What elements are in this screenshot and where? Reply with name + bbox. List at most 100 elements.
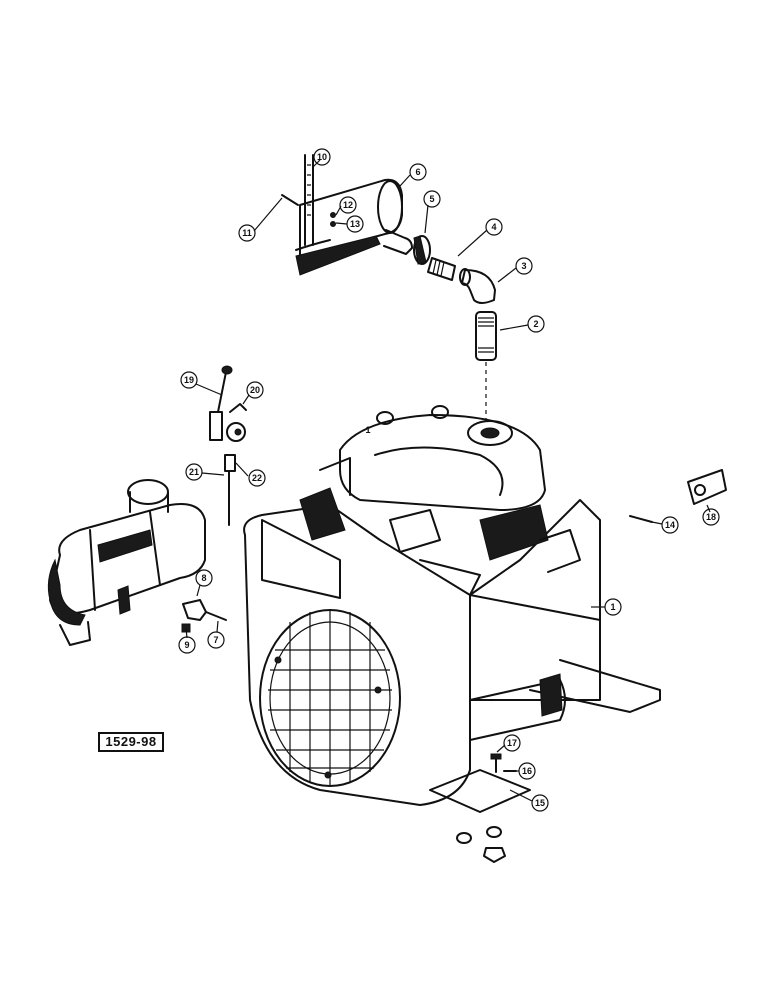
callouts: 1 2 3 4 5 6 7 8 9 10 11 12 13 14 15 16 1… bbox=[178, 148, 720, 812]
svg-text:1: 1 bbox=[610, 602, 615, 612]
callout-4: 4 bbox=[485, 218, 503, 236]
hex-nut bbox=[483, 847, 506, 863]
fuel-fitting-8 bbox=[182, 599, 207, 621]
leader-lines bbox=[185, 159, 711, 802]
base-rail-right bbox=[529, 659, 661, 713]
shroud-recess bbox=[261, 519, 341, 599]
bracket-18 bbox=[687, 469, 727, 505]
strap-holes bbox=[307, 164, 311, 216]
mounting-rail bbox=[429, 769, 531, 813]
callout-10: 10 bbox=[313, 148, 331, 166]
svg-text:18: 18 bbox=[706, 512, 716, 522]
starter-cap-sides bbox=[129, 491, 169, 513]
callout-9: 9 bbox=[178, 636, 196, 654]
svg-text:8: 8 bbox=[201, 573, 206, 583]
manifold bbox=[374, 446, 504, 496]
svg-text:2: 2 bbox=[533, 319, 538, 329]
wiring bbox=[319, 457, 351, 496]
svg-text:11: 11 bbox=[242, 228, 252, 238]
callout-21: 21 bbox=[185, 463, 203, 481]
pin-14 bbox=[629, 515, 653, 523]
exhaust-elbow bbox=[461, 269, 496, 304]
svg-text:20: 20 bbox=[250, 385, 260, 395]
svg-text:22: 22 bbox=[252, 473, 262, 483]
exhaust-port-hole bbox=[480, 427, 500, 439]
exhaust-clamp bbox=[413, 235, 431, 265]
muffler-end bbox=[377, 180, 403, 234]
throttle-lever bbox=[217, 371, 227, 413]
throttle-nut-22 bbox=[224, 454, 236, 472]
starter-cap bbox=[127, 479, 169, 505]
callout-19: 19 bbox=[180, 371, 198, 389]
svg-text:3: 3 bbox=[521, 261, 526, 271]
svg-text:1: 1 bbox=[365, 425, 370, 435]
starter-bands bbox=[89, 511, 161, 611]
callout-12: 12 bbox=[339, 196, 357, 214]
callout-16: 16 bbox=[518, 762, 536, 780]
figure-label: 1529-98 bbox=[98, 732, 164, 752]
muffler-seam bbox=[295, 239, 331, 251]
lifting-eye-left bbox=[376, 411, 394, 425]
callout-3: 3 bbox=[515, 257, 533, 275]
lifting-eye-right bbox=[431, 405, 449, 419]
throttle-spring bbox=[229, 403, 247, 413]
starter-shadow bbox=[47, 558, 86, 626]
governor-housing bbox=[479, 504, 549, 561]
intake-tube bbox=[419, 559, 481, 596]
callout-8: 8 bbox=[195, 569, 213, 587]
callout-13: 13 bbox=[346, 215, 364, 233]
cylinder-heads bbox=[339, 414, 546, 511]
throttle-knob-center bbox=[234, 428, 242, 436]
starter-motor bbox=[47, 479, 227, 646]
carburetor bbox=[389, 509, 441, 553]
callout-14: 14 bbox=[661, 516, 679, 534]
svg-text:17: 17 bbox=[507, 738, 517, 748]
callout-15: 15 bbox=[531, 794, 549, 812]
callout-22: 22 bbox=[248, 469, 266, 487]
throttle-bracket bbox=[209, 411, 223, 441]
svg-text:16: 16 bbox=[522, 766, 532, 776]
svg-text:9: 9 bbox=[184, 640, 189, 650]
svg-text:7: 7 bbox=[213, 635, 218, 645]
engine-block-side bbox=[469, 594, 601, 701]
svg-text:14: 14 bbox=[665, 520, 675, 530]
svg-text:21: 21 bbox=[189, 467, 199, 477]
callout-1-top: 1 bbox=[365, 425, 370, 435]
grille-screw-3 bbox=[324, 771, 332, 779]
callout-17: 17 bbox=[503, 734, 521, 752]
ignition-module bbox=[539, 529, 581, 573]
pipe-threads bbox=[478, 317, 494, 353]
muffler-outlet bbox=[383, 229, 413, 255]
engine-block-top-edge bbox=[469, 499, 601, 621]
callout-20: 20 bbox=[246, 381, 264, 399]
callout-18: 18 bbox=[702, 508, 720, 526]
clamp-band bbox=[413, 235, 427, 265]
svg-text:4: 4 bbox=[491, 222, 496, 232]
nut-13 bbox=[330, 221, 336, 227]
svg-text:13: 13 bbox=[350, 219, 360, 229]
bolt-17-head bbox=[490, 753, 502, 760]
air-intake bbox=[299, 487, 346, 541]
callout-11: 11 bbox=[238, 224, 256, 242]
screw-12 bbox=[330, 212, 336, 218]
elbow-opening bbox=[459, 268, 471, 286]
starter-band-dark bbox=[97, 529, 153, 563]
muffler-assembly bbox=[281, 154, 497, 420]
callout-2: 2 bbox=[527, 315, 545, 333]
svg-text:15: 15 bbox=[535, 798, 545, 808]
svg-text:12: 12 bbox=[343, 200, 353, 210]
exhaust-port bbox=[467, 420, 513, 446]
washer bbox=[456, 832, 472, 844]
starter-mount bbox=[117, 585, 131, 615]
screw-11 bbox=[281, 194, 299, 206]
bracket-18-hole bbox=[694, 484, 706, 496]
lock-washer bbox=[486, 826, 502, 838]
exhaust-pipe bbox=[475, 311, 497, 361]
svg-text:10: 10 bbox=[317, 152, 327, 162]
nipple-threads bbox=[432, 259, 445, 277]
callout-5: 5 bbox=[423, 190, 441, 208]
throttle-control-assembly bbox=[209, 365, 247, 526]
throttle-knob bbox=[221, 365, 233, 375]
callout-7: 7 bbox=[207, 631, 225, 649]
